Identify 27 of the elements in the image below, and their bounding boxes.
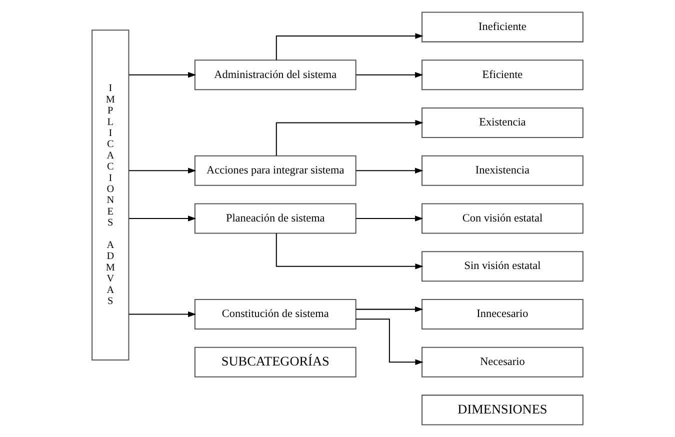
node-box: Inexistencia	[422, 155, 584, 186]
node-box: SUBCATEGORÍAS	[194, 346, 356, 378]
node-box: Innecesario	[422, 298, 584, 330]
node-box: IMPLICACIONES ADMVAS	[92, 30, 130, 361]
node-box: Sin visión estatal	[422, 251, 584, 282]
node-box: Existencia	[422, 108, 584, 138]
arrow	[129, 311, 196, 318]
arrow	[129, 216, 196, 222]
node-box: Planeación de sistema	[194, 203, 356, 234]
arrow	[276, 120, 424, 156]
node-box: Constitución de sistema	[194, 298, 356, 330]
node-box: Acciones para integrar sistema	[194, 155, 356, 186]
arrow	[356, 216, 424, 222]
arrow	[129, 72, 196, 78]
node-box: DIMENSIONES	[422, 394, 584, 426]
arrow	[356, 306, 424, 312]
node-box: Necesario	[422, 346, 584, 378]
arrow	[129, 168, 196, 174]
node-box: Ineficiente	[422, 12, 584, 42]
arrow	[356, 168, 424, 174]
node-box: Con visión estatal	[422, 203, 584, 234]
node-box: Eficiente	[422, 60, 584, 90]
node-box: Administración del sistema	[194, 60, 356, 90]
arrow	[356, 318, 424, 365]
arrow	[356, 72, 424, 78]
arrow	[276, 233, 424, 270]
arrow	[276, 33, 424, 60]
